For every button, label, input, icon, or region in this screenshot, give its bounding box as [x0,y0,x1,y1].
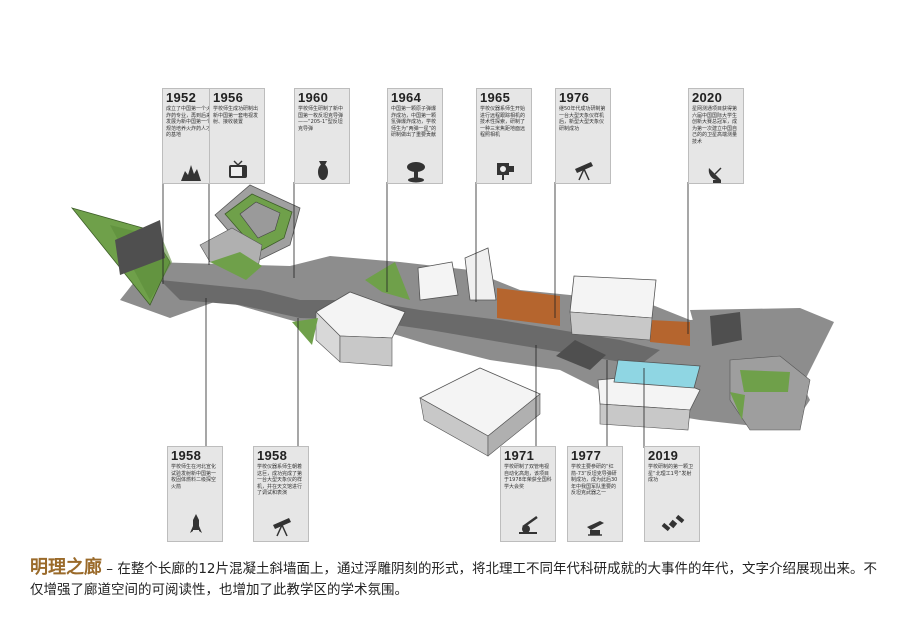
event-year: 1965 [480,90,511,105]
event-year: 1971 [504,448,535,463]
dark-wall-2 [556,340,606,370]
event-text: 学校研制的第一颗卫星“北理工1号”发射成功 [648,464,694,484]
caption-dash: – [102,561,118,577]
event-text: 成立了中国第一个火炸药专业，再到后来发展为新中国第一个规范培养火炸药人才的基地 [166,106,212,139]
pavilion-roof-2 [417,261,459,301]
green-lawn-4 [740,370,790,392]
bomb-icon [318,161,328,180]
pavilion-glass-5 [599,403,691,431]
timeline-card: 1952 成立了中国第一个火炸药专业，再到后来发展为新中国第一个规范培养火炸药人… [162,88,218,184]
event-year: 1956 [213,90,244,105]
event-text: 学校仪器系师生朝着这巨，成功完成了第一台大型天象仪的样机，并在天文馆进行了调试和… [257,464,303,497]
timber-wall [497,288,560,326]
timeline-card: 1956 学校师生成功研制出新中国第一套电视发射、接收装置 [209,88,265,184]
timeline-card: 1964 中国第一颗原子弹爆炸成功，中国第一颗氢弹爆炸成功，学校师生为“两弹一星… [387,88,443,184]
event-year: 1977 [571,448,602,463]
event-text: 学校研制了双管电视自动化高炮，该项目于1978年荣获全国科学大会奖 [504,464,552,490]
event-year: 1958 [171,448,202,463]
event-text: 学校师生成功研制出新中国第一套电视发射、接收装置 [213,106,259,126]
timeline-card: 2019 学校研制的第一颗卫星“北理工1号”发射成功 [644,446,700,542]
mushroom-cloud-icon [407,162,425,183]
caption: 明理之廊 – 在整个长廊的12片混凝土斜墙面上，通过浮雕阴刻的形式，将北理工不同… [30,557,880,601]
event-year: 2019 [648,448,679,463]
wall-block [115,220,165,275]
event-year: 1952 [166,90,197,105]
event-year: 1960 [298,90,329,105]
event-text: 学校师生研制了新中国第一枚反坦克导弹——“205-1”型反坦克导弹 [298,106,344,132]
event-year: 2020 [692,90,723,105]
satellite-icon [661,514,685,532]
camera-icon [497,163,514,180]
anti-tank-missile-icon [587,521,604,536]
green-lawn-2 [365,262,410,300]
timeline-card: 1960 学校师生研制了新中国第一枚反坦克导弹——“205-1”型反坦克导弹 [294,88,350,184]
event-year: 1964 [391,90,422,105]
event-text: 学校仪器系师生开始进行远程跟踪相机的技术性探索，研制了一种三米焦距地面远程照相机 [480,106,526,139]
terrace-inner [239,201,281,239]
pavilion-wall-2 [464,247,497,301]
green-lawn-3 [292,318,318,345]
explosion-icon [181,165,201,181]
pool [613,359,701,389]
green-patch [210,252,262,280]
event-text: 继50年代成功研制第一台大型天象仪样机后，新型大型天象仪研制成功 [559,106,606,132]
television-icon [229,160,247,178]
event-text: 学校主要参研的“红箭-73”反坦克导弹研制成功，成为此后30年中我国军队重要的反… [571,464,618,497]
artillery-icon [519,515,538,534]
pavilion-glass [339,335,393,367]
green-lawn-5 [730,392,745,420]
event-text: 学校师生在河北宣化试验发射新中国第一枚固体燃料二级探空火箭 [171,464,217,490]
pavilion-glass-3 [569,311,653,341]
timber-wall-2 [650,320,690,346]
event-year: 1958 [257,448,288,463]
satellite-dish-icon [708,167,722,183]
timeline-card: 1958 学校仪器系师生朝着这巨，成功完成了第一台大型天象仪的样机，并在天文馆进… [253,446,309,542]
timeline-card: 1958 学校师生在河北宣化试验发射新中国第一枚固体燃料二级探空火箭 [167,446,223,542]
rocket-icon [190,514,202,533]
timeline-card: 1971 学校研制了双管电视自动化高炮，该项目于1978年荣获全国科学大会奖 [500,446,556,542]
event-text: 中国第一颗原子弹爆炸成功，中国第一颗氢弹爆炸成功，学校师生为“两弹一星”的研制做… [391,106,437,139]
timeline-card: 2020 星网测通项目获得第六届中国国际大学生创新大赛总冠军，成为第一次建立中国… [688,88,744,184]
telescope-icon [273,518,291,537]
timeline-card: 1976 继50年代成功研制第一台大型天象仪样机后，新型大型天象仪研制成功 [555,88,611,184]
corridor-shadow [160,280,660,365]
timeline-card: 1977 学校主要参研的“红箭-73”反坦克导弹研制成功，成为此后30年中我国军… [567,446,623,542]
timeline-card: 1965 学校仪器系师生开始进行远程跟踪相机的技术性探索，研制了一种三米焦距地面… [476,88,532,184]
telescope-icon [575,162,593,181]
dark-wall [710,312,742,346]
caption-body: 在整个长廊的12片混凝土斜墙面上，通过浮雕阴刻的形式，将北理工不同年代科研成就的… [30,561,878,598]
event-text: 星网测通项目获得第六届中国国际大学生创新大赛总冠军，成为第一次建立中国自己的的卫… [692,106,738,145]
pavilion-glass-4b [487,393,541,457]
caption-title: 明理之廊 [30,557,102,578]
event-year: 1976 [559,90,590,105]
